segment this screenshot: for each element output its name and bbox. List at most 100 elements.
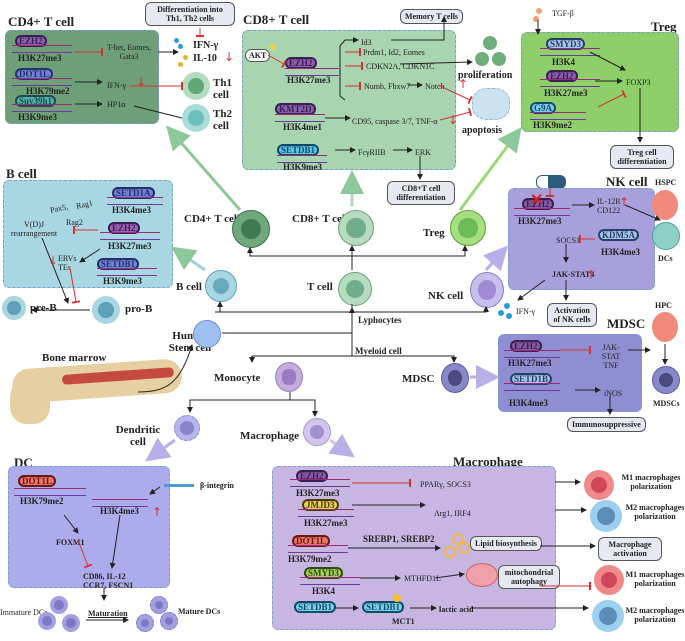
cd4-cell-label: CD4+ T cell [184, 213, 240, 225]
foxm1-label: FOXM1 [56, 538, 85, 547]
proliferation-label: proliferation [458, 70, 513, 81]
immature-dcs-label: Immature DCs [0, 608, 48, 617]
mature-dc-icon [160, 612, 178, 630]
treg-enzyme-g9a: G9A [530, 102, 556, 114]
mac-mct1-label: MCT1 [392, 617, 415, 626]
nk-mark-2: H3K4me3 [601, 247, 640, 257]
mdscs-label: MDSCs [653, 399, 680, 408]
memory-t-cells-box: Memory T cells [400, 9, 464, 24]
lineage-arrow [215, 307, 355, 313]
cd8-cell-icon [338, 210, 374, 246]
mature-dc-icon [150, 596, 168, 614]
treg-differentiation-box: Treg cell differentiation [610, 145, 674, 169]
mac-enzyme-jmjd3: JMJD3 [302, 499, 339, 511]
jak-stat4-label: JAK-STAT4 [552, 270, 595, 279]
dna-icon [530, 112, 586, 120]
ifn-dot-icon [504, 303, 510, 309]
mitochondria-icon [466, 563, 498, 587]
nk-ifn-label: IFN-γ [516, 307, 536, 316]
dc-arrow [63, 514, 79, 534]
cd4-target-3: HP1α [107, 100, 126, 109]
cd4-target-1: T-bet, Eomes, Gata3 [106, 43, 152, 61]
mitochondrial-autophagy-box: mitochondrial autophagy [498, 565, 560, 589]
dcs-label: DCs [658, 254, 673, 263]
cd4-mark-1: H3K27me3 [18, 53, 62, 63]
foxp3-label: FOXP3 [626, 78, 651, 87]
setdb1-ervs-arrow [79, 248, 101, 263]
mac-target-2: Arg1, IRF4 [434, 509, 471, 518]
integrin-receptor-icon [164, 484, 194, 487]
dna-icon [277, 155, 327, 163]
cd4-mark-2: H3K79me2 [26, 86, 70, 96]
memory-arrow [391, 16, 447, 41]
notch-apoptosis-inhibit [437, 84, 473, 105]
t-cell-icon [338, 272, 372, 306]
nk-cell-label: NK cell [428, 290, 464, 302]
dna-icon [12, 104, 72, 112]
treg-cell-label: Treg [423, 227, 445, 239]
down-arrow-icon: ↓ [448, 113, 458, 127]
tgf-dot-icon [536, 8, 542, 14]
apoptosis-icon [472, 88, 510, 120]
cytokine-dot-icon [183, 55, 188, 60]
lineage-arrow [249, 355, 352, 363]
dna-icon [107, 197, 163, 205]
lineage-arrow [247, 247, 353, 270]
treg-title: Treg [651, 19, 677, 34]
t-cell-label: T cell [307, 281, 333, 293]
dna-icon [540, 48, 600, 56]
cd8-target-notch: Notch [425, 82, 445, 91]
rag2-label: Rag2 [66, 218, 83, 227]
cd8-mark-1: H3K27me3 [287, 75, 331, 85]
mac-target-4: MTHFD1L [404, 574, 441, 583]
dc-mark-1: H3K79me2 [20, 496, 64, 506]
mature-dcs-label: Mature DCs [178, 607, 221, 616]
mac-target-5: lactic acid [439, 605, 474, 614]
mdsc-enzyme-setd1b: SETD1B [510, 373, 553, 385]
cd8-target-erk: ERK [415, 148, 431, 157]
lineage-arrow [217, 301, 352, 313]
human-stem-cell-icon [193, 320, 221, 348]
dc-enzyme-dot1l: DOT1L [18, 475, 57, 487]
monocyte-icon [275, 362, 303, 392]
macrophage-panel-arrow [328, 433, 355, 458]
nk-arrow [517, 279, 546, 301]
mac-outcome-5: M2 macrophages polarization [625, 606, 685, 624]
up-arrow-icon: ↑ [458, 77, 468, 91]
macrophage-cell-label: Macrophage [240, 430, 300, 442]
phospho-icon [270, 44, 276, 50]
m1-macrophage-icon [594, 565, 624, 595]
akt-inhibit [267, 54, 287, 68]
mac-outcome-4: M1 macrophages polarization [625, 570, 685, 588]
cd8-bracket [339, 39, 346, 101]
cd8-target-numb: Numb, Fbxw7 [364, 82, 411, 91]
treg-mark-1: H3K4 [552, 57, 576, 67]
cd4-enzyme-dot1l: DOT1L [15, 68, 54, 80]
macrophage-cell-icon [303, 418, 331, 446]
mdsc-target-inos: iNOS [604, 389, 623, 398]
lipid-droplet-icon [458, 542, 470, 554]
dna-icon [97, 268, 157, 276]
hspc-cell-icon [652, 190, 678, 220]
bone-marrow-label: Bone marrow [42, 352, 107, 364]
immunosuppressive-box: Immunosuppressive [567, 417, 646, 432]
cd8-cell-label: CD8+ T cell [292, 213, 348, 225]
dc-targets-label: CD86, IL-12 CCR7, FSCN1 [83, 572, 134, 590]
cd8-mark-2: H3K4me1 [283, 122, 322, 132]
dna-icon [514, 208, 570, 216]
treg-mark-3: H3K9me2 [533, 120, 572, 130]
vdj-arrow [41, 237, 69, 304]
activation-nk-box: Activation of NK cells [547, 303, 597, 327]
stem-cell-arrow [137, 344, 194, 393]
hpc-label: HPC [655, 301, 672, 310]
cd8-target-cd95: CD95, caspase 3/7, TNF-α [352, 117, 438, 126]
bcell-mark-2: H3K27me3 [108, 241, 152, 251]
ifn-dot-icon [498, 310, 504, 316]
mac-enzyme-setdb1-lactylated: SETDB1 [362, 601, 405, 613]
mdsc-title: MDSC [607, 316, 646, 331]
bcell-enzyme-setdb1: SETDB1 [97, 258, 140, 270]
dcs-cell-icon [652, 222, 680, 250]
akt-box: AKT [245, 49, 271, 62]
inhibited-cross-icon: ✕ [530, 192, 544, 209]
up-arrow-icon: ↑ [619, 195, 629, 209]
